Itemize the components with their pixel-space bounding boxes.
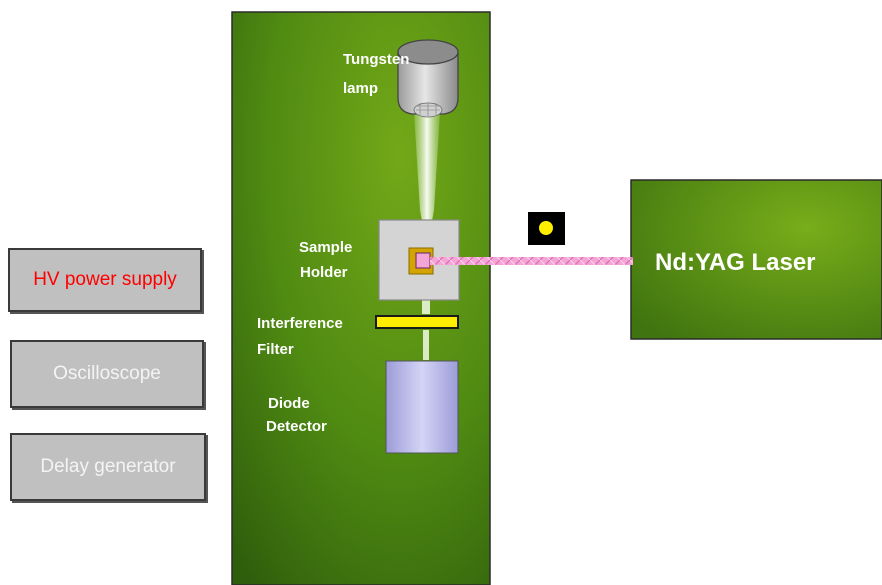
sample-holder-label-line1: Sample [299, 239, 352, 256]
interference-filter-label-line1: Interference [257, 315, 343, 332]
laser-spot-indicator [528, 212, 565, 245]
diode-detector-label-line2: Detector [266, 418, 327, 435]
beam-to-detector [423, 330, 429, 360]
tungsten-lamp-label-line2: lamp [343, 80, 378, 97]
tungsten-lamp-label-line1: Tungsten [343, 51, 409, 68]
diode-detector [385, 360, 459, 454]
sample-cuvette [415, 252, 431, 269]
lamp-light-beam [414, 112, 440, 232]
beam-to-filter [422, 300, 430, 314]
oscilloscope-label: Oscilloscope [53, 363, 161, 384]
interference-filter-label-line2: Filter [257, 341, 294, 358]
delay-generator-box: Delay generator [10, 433, 206, 501]
hv-power-supply-label: HV power supply [33, 269, 177, 290]
laser-label: Nd:YAG Laser [655, 249, 816, 276]
sample-holder-label-line2: Holder [300, 264, 348, 281]
laser-box [630, 179, 882, 340]
laser-beam [430, 257, 633, 265]
diode-detector-label-line1: Diode [268, 395, 310, 412]
oscilloscope-box: Oscilloscope [10, 340, 204, 408]
tungsten-lamp [397, 39, 459, 118]
interference-filter [375, 315, 459, 329]
hv-power-supply-box: HV power supply [8, 248, 202, 312]
delay-generator-label: Delay generator [40, 456, 176, 477]
